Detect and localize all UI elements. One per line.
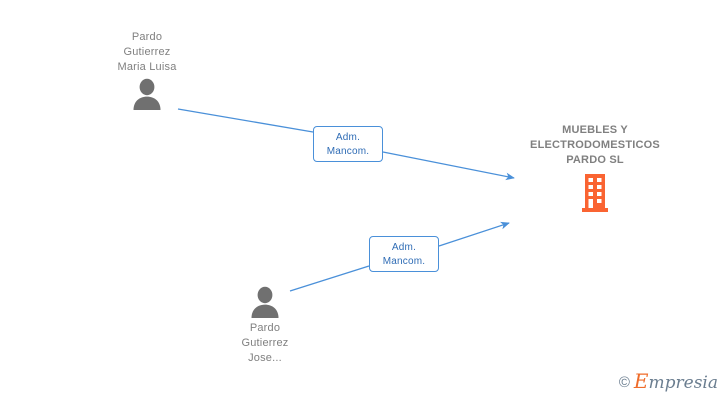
relation-label-bottom[interactable]: Adm. Mancom.: [369, 236, 439, 272]
brand-initial: E: [633, 369, 649, 393]
node-person-bottom[interactable]: Pardo Gutierrez Jose...: [190, 286, 340, 366]
person-bottom-label: Pardo Gutierrez Jose...: [241, 322, 289, 364]
edge-top-segment-2: [382, 151, 515, 181]
watermark: © Empresia: [618, 371, 719, 393]
edge-bottom-segment-2: [438, 221, 510, 247]
edge-top-segment-1: [177, 108, 314, 133]
node-company[interactable]: MUEBLES Y ELECTRODOMESTICOS PARDO SL: [495, 123, 695, 212]
edge-bottom-segment-1: [289, 265, 370, 292]
person-icon: [251, 286, 279, 318]
company-label: MUEBLES Y ELECTRODOMESTICOS PARDO SL: [530, 124, 660, 166]
brand-logo: Empresia: [634, 371, 719, 393]
brand-rest: mpresia: [648, 373, 719, 393]
node-person-top[interactable]: Pardo Gutierrez Maria Luisa: [72, 30, 222, 110]
copyright-icon: ©: [618, 374, 630, 391]
building-icon: [582, 174, 608, 212]
person-top-label: Pardo Gutierrez Maria Luisa: [117, 31, 177, 73]
person-icon: [133, 78, 161, 110]
relation-label-top[interactable]: Adm. Mancom.: [313, 126, 383, 162]
